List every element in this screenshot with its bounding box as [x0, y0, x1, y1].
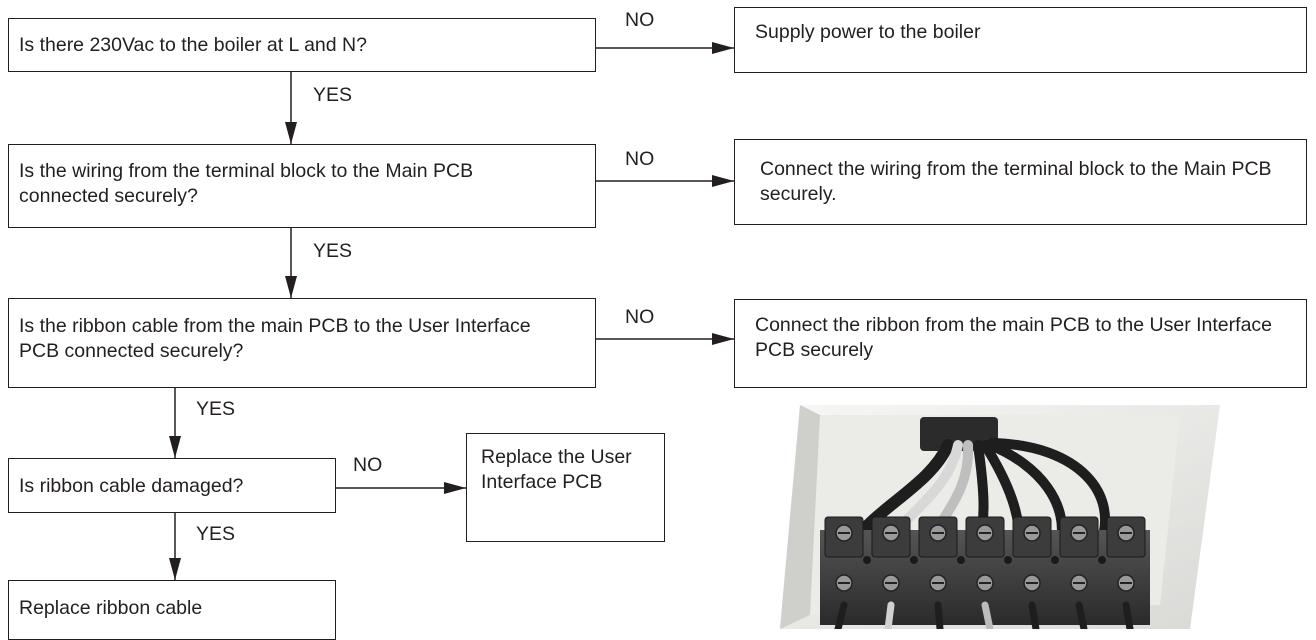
label-yes-4: YES: [196, 523, 236, 545]
question-box-ribbon-connected: Is the ribbon cable from the main PCB to…: [8, 298, 596, 388]
action-box-connect-wiring: Connect the wiring from the terminal blo…: [734, 139, 1307, 225]
action-box-supply-power: Supply power to the boiler: [734, 7, 1307, 73]
label-no-1: NO: [625, 9, 655, 31]
action-connect-wiring-text: Connect the wiring from the terminal blo…: [760, 158, 1272, 205]
label-no-3: NO: [625, 306, 655, 328]
action-replace-ui-pcb-text: Replace the User Interface PCB: [481, 446, 632, 493]
action-box-connect-ribbon: Connect the ribbon from the main PCB to …: [734, 299, 1307, 388]
action-box-replace-ribbon: Replace ribbon cable: [8, 580, 336, 640]
action-connect-ribbon-text: Connect the ribbon from the main PCB to …: [755, 314, 1273, 361]
action-replace-ribbon-text: Replace ribbon cable: [19, 597, 203, 619]
action-supply-power-text: Supply power to the boiler: [755, 21, 981, 43]
label-no-4: NO: [353, 454, 383, 476]
question-box-ribbon-damaged: Is ribbon cable damaged?: [8, 458, 336, 513]
question-box-wiring: Is the wiring from the terminal block to…: [8, 144, 596, 228]
label-no-2: NO: [625, 148, 655, 170]
label-yes-1: YES: [313, 84, 353, 106]
terminal-block-photo: [780, 405, 1220, 629]
question-box-power: Is there 230Vac to the boiler at L and N…: [8, 18, 596, 72]
action-box-replace-ui-pcb: Replace the User Interface PCB: [466, 433, 665, 542]
question-ribbon-damaged-text: Is ribbon cable damaged?: [19, 475, 244, 497]
question-ribbon-connected-text: Is the ribbon cable from the main PCB to…: [19, 315, 531, 362]
label-yes-3: YES: [196, 398, 236, 420]
question-wiring-text: Is the wiring from the terminal block to…: [19, 160, 474, 207]
question-power-text: Is there 230Vac to the boiler at L and N…: [19, 34, 367, 56]
label-yes-2: YES: [313, 240, 353, 262]
